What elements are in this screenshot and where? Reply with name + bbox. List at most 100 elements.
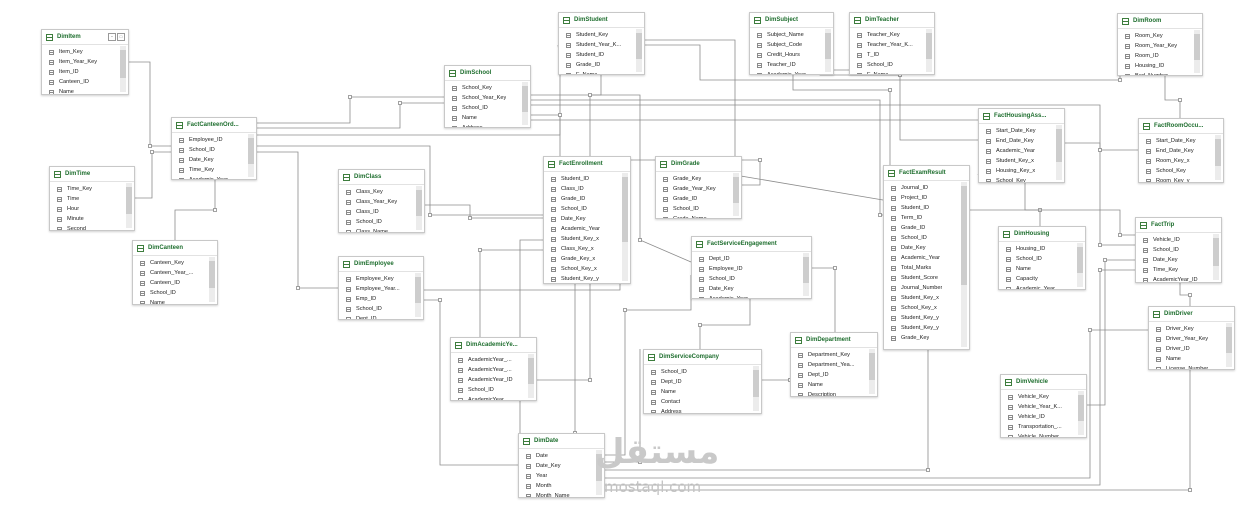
relationship-line[interactable] (479, 249, 543, 337)
table-header[interactable]: DimDate (519, 434, 604, 449)
field-row[interactable]: Start_Date_Key (1139, 136, 1223, 146)
field-row[interactable]: Dept_ID (644, 377, 761, 387)
field-row[interactable]: Teacher_Year_K... (850, 40, 934, 50)
scrollbar-thumb[interactable] (1194, 34, 1200, 60)
field-row[interactable]: School_ID (656, 204, 741, 214)
table-scrollbar[interactable] (248, 134, 254, 177)
field-row[interactable]: Student_Key_y (544, 274, 630, 283)
scrollbar-thumb[interactable] (753, 370, 759, 397)
table-header[interactable]: DimStudent (559, 13, 644, 28)
field-row[interactable]: Grade_ID (656, 194, 741, 204)
field-row[interactable]: Vehicle_ID (1136, 235, 1221, 245)
field-row[interactable]: End_Date_Key (979, 136, 1064, 146)
field-row[interactable]: Date_Key (692, 284, 811, 294)
relationship-line[interactable] (812, 267, 836, 332)
field-row[interactable]: Item_Key (42, 47, 128, 57)
field-row[interactable]: Housing_ID (1118, 61, 1202, 71)
field-row[interactable]: Teacher_Key (850, 30, 934, 40)
table-header[interactable]: FactCanteenOrd... (172, 118, 256, 133)
relationship-line[interactable] (819, 69, 978, 141)
field-row[interactable]: Dept_ID (692, 254, 811, 264)
table-scrollbar[interactable] (1078, 391, 1084, 435)
field-row[interactable]: Emp_ID (339, 294, 423, 304)
table-header[interactable]: DimHousing (999, 227, 1085, 242)
table-header[interactable]: DimAcademicYe... (451, 338, 536, 353)
scrollbar-thumb[interactable] (126, 187, 132, 214)
field-row[interactable]: Class_ID (544, 184, 630, 194)
field-row[interactable]: School_ID (999, 254, 1085, 264)
field-row[interactable]: Room_Year_Key (1118, 41, 1202, 51)
field-row[interactable]: School_Key (445, 83, 530, 93)
relationship-line[interactable] (531, 114, 561, 156)
scrollbar-thumb[interactable] (416, 190, 422, 217)
expand-icon[interactable]: □ (117, 33, 125, 41)
field-row[interactable]: F_Name (559, 70, 644, 74)
field-row[interactable]: Housing_Key_x (979, 166, 1064, 176)
table-header[interactable]: FactExamResult (884, 166, 969, 181)
field-row[interactable]: Journal_Number (884, 283, 969, 293)
field-row[interactable]: Student_Key_x (884, 293, 969, 303)
field-row[interactable]: Address (644, 407, 761, 413)
field-row[interactable]: Canteen_ID (42, 77, 128, 87)
scrollbar-thumb[interactable] (1226, 327, 1232, 354)
field-row[interactable]: School_ID (133, 288, 217, 298)
table-scrollbar[interactable] (825, 29, 831, 72)
field-row[interactable]: School_Year_Key (445, 93, 530, 103)
field-row[interactable]: Student_Key (559, 30, 644, 40)
scrollbar-thumb[interactable] (961, 186, 967, 285)
field-row[interactable]: School_ID (339, 217, 424, 227)
field-row[interactable]: Time (50, 194, 134, 204)
field-row[interactable]: Name (791, 380, 877, 390)
field-row[interactable]: Dept_ID (339, 314, 423, 319)
field-row[interactable]: Address (445, 123, 530, 127)
table-header[interactable]: FactEnrollment (544, 157, 630, 172)
scrollbar-thumb[interactable] (1056, 129, 1062, 162)
relationship-line[interactable] (129, 61, 171, 147)
field-row[interactable]: School_Key (1139, 166, 1223, 176)
field-row[interactable]: Academic_Year (750, 70, 833, 74)
field-row[interactable]: Capacity (999, 274, 1085, 284)
field-row[interactable]: Journal_ID (884, 183, 969, 193)
field-row[interactable]: Academic_Year (172, 175, 256, 179)
field-row[interactable]: Date (519, 451, 604, 461)
field-row[interactable]: School_ID (339, 304, 423, 314)
table-scrollbar[interactable] (120, 46, 126, 92)
field-row[interactable]: AcademicYear_ID (451, 375, 536, 385)
field-row[interactable]: Time_Key (172, 165, 256, 175)
table-scrollbar[interactable] (1077, 243, 1083, 287)
scrollbar-thumb[interactable] (120, 50, 126, 78)
field-row[interactable]: Start_Date_Key (979, 126, 1064, 136)
field-row[interactable]: Date_Key (519, 461, 604, 471)
table-scrollbar[interactable] (416, 186, 422, 230)
field-row[interactable]: Name (42, 87, 128, 94)
field-row[interactable]: AcademicYear_ID (1136, 275, 1221, 282)
field-row[interactable]: Driver_Year_Key (1149, 334, 1234, 344)
relationship-line[interactable] (135, 151, 171, 199)
field-row[interactable]: Item_Year_Key (42, 57, 128, 67)
scrollbar-thumb[interactable] (1077, 247, 1083, 274)
field-row[interactable]: AcademicYear_... (451, 395, 536, 400)
field-row[interactable]: Class_Name (339, 227, 424, 232)
table-scrollbar[interactable] (753, 366, 759, 411)
table-header[interactable]: FactTrip (1136, 218, 1221, 233)
scrollbar-thumb[interactable] (1078, 395, 1084, 422)
field-row[interactable]: Student_Key_y (884, 323, 969, 333)
table-header[interactable]: DimClass (339, 170, 424, 185)
field-row[interactable]: Subject_Name (750, 30, 833, 40)
scrollbar-thumb[interactable] (869, 353, 875, 380)
field-row[interactable]: School_ID (1136, 245, 1221, 255)
table-header[interactable]: DimRoom (1118, 14, 1202, 29)
